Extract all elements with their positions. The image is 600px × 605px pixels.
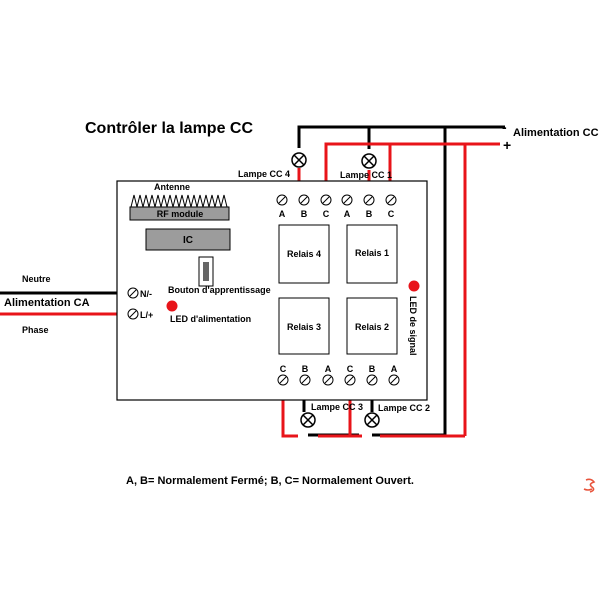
relay-3: Relais 3	[278, 297, 330, 355]
terminal-bottom	[322, 374, 334, 386]
terminal-top	[320, 194, 332, 206]
relay-2-label: Relais 2	[355, 322, 389, 332]
terminal-bottom	[366, 374, 378, 386]
ac-wires	[0, 291, 128, 316]
terminal-top	[341, 194, 353, 206]
ic-label: IC	[183, 235, 193, 246]
ic-chip	[145, 228, 231, 251]
terminal-bottom	[299, 374, 311, 386]
terminal-bottom	[388, 374, 400, 386]
power-led-icon	[166, 300, 178, 312]
top-terminals: A B C A B C	[276, 194, 397, 219]
relay-4: Relais 4	[278, 224, 330, 284]
lamp-4-icon	[291, 152, 307, 168]
lamp-2-label: Lampe CC 2	[378, 403, 430, 413]
terminal-top	[276, 194, 288, 206]
power-led-label: LED d'alimentation	[170, 314, 251, 324]
ac-phase-label: Phase	[22, 325, 49, 335]
lamp-2-icon	[364, 412, 380, 428]
dc-supply-label: Alimentation CC	[513, 127, 599, 139]
dc-plus-sign: +	[503, 137, 511, 153]
terminal-top-label: B	[301, 209, 308, 219]
signal-led-icon	[408, 280, 420, 292]
lamp-1-label: Lampe CC 1	[340, 170, 392, 180]
terminal-bottom	[277, 374, 289, 386]
relay-1: Relais 1	[346, 224, 398, 284]
terminal-top-label: A	[344, 209, 351, 219]
ac-neutral-label: Neutre	[22, 274, 51, 284]
diagram-title: Contrôler la lampe CC	[85, 120, 253, 137]
terminal-top-label: B	[366, 209, 373, 219]
terminal-bottom-label: C	[347, 364, 354, 374]
lamp-3-icon	[300, 412, 316, 428]
terminal-l	[127, 308, 139, 320]
dc-positive-wire	[324, 142, 500, 438]
terminal-l-label: L/+	[140, 310, 153, 320]
terminal-top-label: C	[323, 209, 330, 219]
terminal-top-label: C	[388, 209, 395, 219]
antenna-label: Antenne	[154, 182, 190, 192]
terminal-bottom-label: A	[391, 364, 398, 374]
terminal-top	[363, 194, 375, 206]
rf-module-block	[129, 206, 230, 221]
lamp-1-icon	[361, 153, 377, 169]
lamp-3-label: Lampe CC 3	[311, 402, 363, 412]
terminal-top	[298, 194, 310, 206]
dc-minus-sign: -	[502, 119, 507, 135]
terminal-bottom-label: C	[280, 364, 287, 374]
terminal-top	[385, 194, 397, 206]
learn-button-slider	[203, 262, 209, 281]
ac-supply-label: Alimentation CA	[4, 297, 90, 309]
terminal-bottom	[344, 374, 356, 386]
terminal-bottom-label: A	[325, 364, 332, 374]
relay-4-label: Relais 4	[287, 249, 321, 259]
terminal-n-label: N/-	[140, 289, 152, 299]
relay-1-label: Relais 1	[355, 248, 389, 258]
terminal-n	[127, 287, 139, 299]
relay-2: Relais 2	[346, 297, 398, 355]
brand-logo-icon	[583, 478, 596, 493]
terminal-bottom-label: B	[369, 364, 376, 374]
relay-3-label: Relais 3	[287, 322, 321, 332]
bottom-terminals: C B A C B A	[277, 364, 400, 386]
lamp-4-label: Lampe CC 4	[238, 169, 290, 179]
terminal-top-label: A	[279, 209, 286, 219]
learn-button-label: Bouton d'apprentissage	[168, 285, 271, 295]
rf-module-label: RF module	[157, 209, 204, 219]
signal-led-label: LED de signal	[408, 296, 418, 356]
terminal-bottom-label: B	[302, 364, 309, 374]
legend-note: A, B= Normalement Fermé; B, C= Normaleme…	[126, 475, 414, 487]
